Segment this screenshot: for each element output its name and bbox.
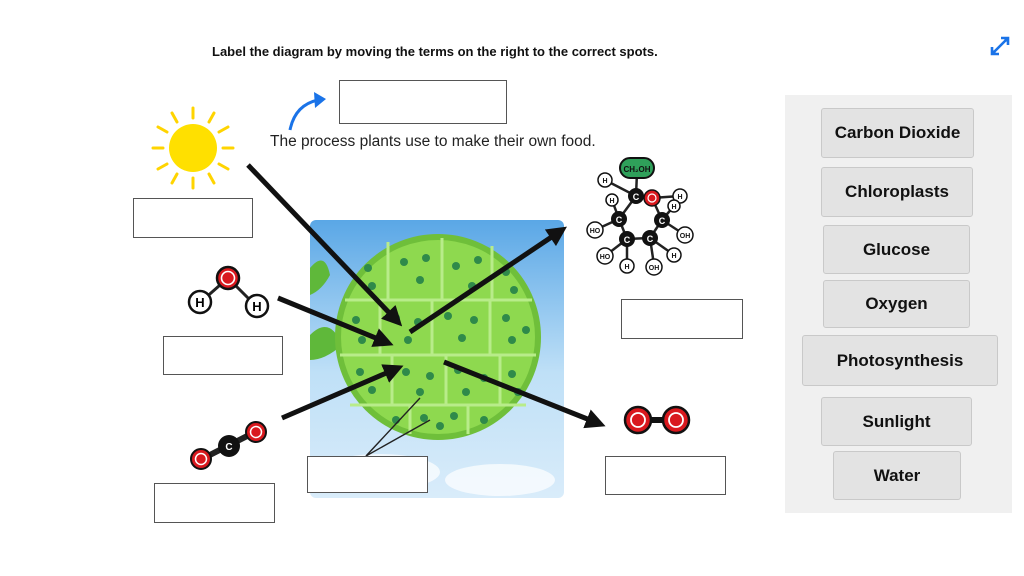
water-h-label: H	[252, 299, 261, 314]
glucose-h-label: H	[602, 178, 607, 185]
chloroplast-pointer-lines	[365, 397, 431, 457]
glucose-ho-label: HO	[590, 228, 601, 235]
glucose-ch2oh-label: CH₂OH	[623, 165, 650, 174]
glucose-h-label: H	[624, 264, 629, 271]
glucose-h-label: H	[677, 194, 682, 201]
drop-target-water[interactable]	[163, 336, 283, 375]
drop-target-process[interactable]	[339, 80, 507, 124]
drop-target-chloroplasts[interactable]	[307, 456, 428, 493]
term-photosynthesis[interactable]: Photosynthesis	[802, 335, 998, 386]
instruction-text: Label the diagram by moving the terms on…	[212, 44, 658, 59]
glucose-c-label: C	[647, 234, 654, 244]
term-bank: Carbon Dioxide Chloroplasts Glucose Oxyg…	[785, 95, 1012, 513]
glucose-h-label: H	[671, 204, 676, 211]
water-h-label: H	[195, 295, 204, 310]
drop-target-sun[interactable]	[133, 198, 253, 238]
carbon-dioxide-molecule: C	[190, 421, 267, 470]
term-carbon-dioxide[interactable]: Carbon Dioxide	[821, 108, 974, 158]
sun-illustration	[151, 106, 235, 190]
co2-c-label: C	[225, 442, 232, 453]
glucose-oh-label: OH	[649, 265, 660, 272]
term-glucose[interactable]: Glucose	[823, 225, 970, 274]
term-sunlight[interactable]: Sunlight	[821, 397, 972, 446]
glucose-h-label: H	[671, 253, 676, 260]
term-chloroplasts[interactable]: Chloroplasts	[821, 167, 973, 217]
glucose-c-label: C	[616, 215, 623, 225]
term-water[interactable]: Water	[833, 451, 961, 500]
glucose-h-label: H	[609, 198, 614, 205]
glucose-c-label: C	[633, 192, 640, 202]
expand-arrows-icon[interactable]	[988, 34, 1012, 58]
glucose-oh-label: OH	[680, 233, 691, 240]
drop-target-carbon-dioxide[interactable]	[154, 483, 275, 523]
drop-target-glucose[interactable]	[621, 299, 743, 339]
glucose-c-label: C	[624, 235, 631, 245]
drop-target-oxygen[interactable]	[605, 456, 726, 495]
glucose-molecule: CH₂OH C C C C C H H H H HO OH HO H OH H	[586, 157, 694, 276]
oxygen-molecule	[623, 405, 691, 435]
diagram-arrows	[246, 163, 606, 429]
water-molecule: H H	[187, 265, 270, 319]
glucose-ho-label: HO	[600, 254, 611, 261]
term-oxygen[interactable]: Oxygen	[823, 280, 970, 328]
curved-arrow-icon	[288, 98, 319, 131]
process-caption: The process plants use to make their own…	[270, 133, 596, 150]
glucose-c-label: C	[659, 216, 666, 226]
